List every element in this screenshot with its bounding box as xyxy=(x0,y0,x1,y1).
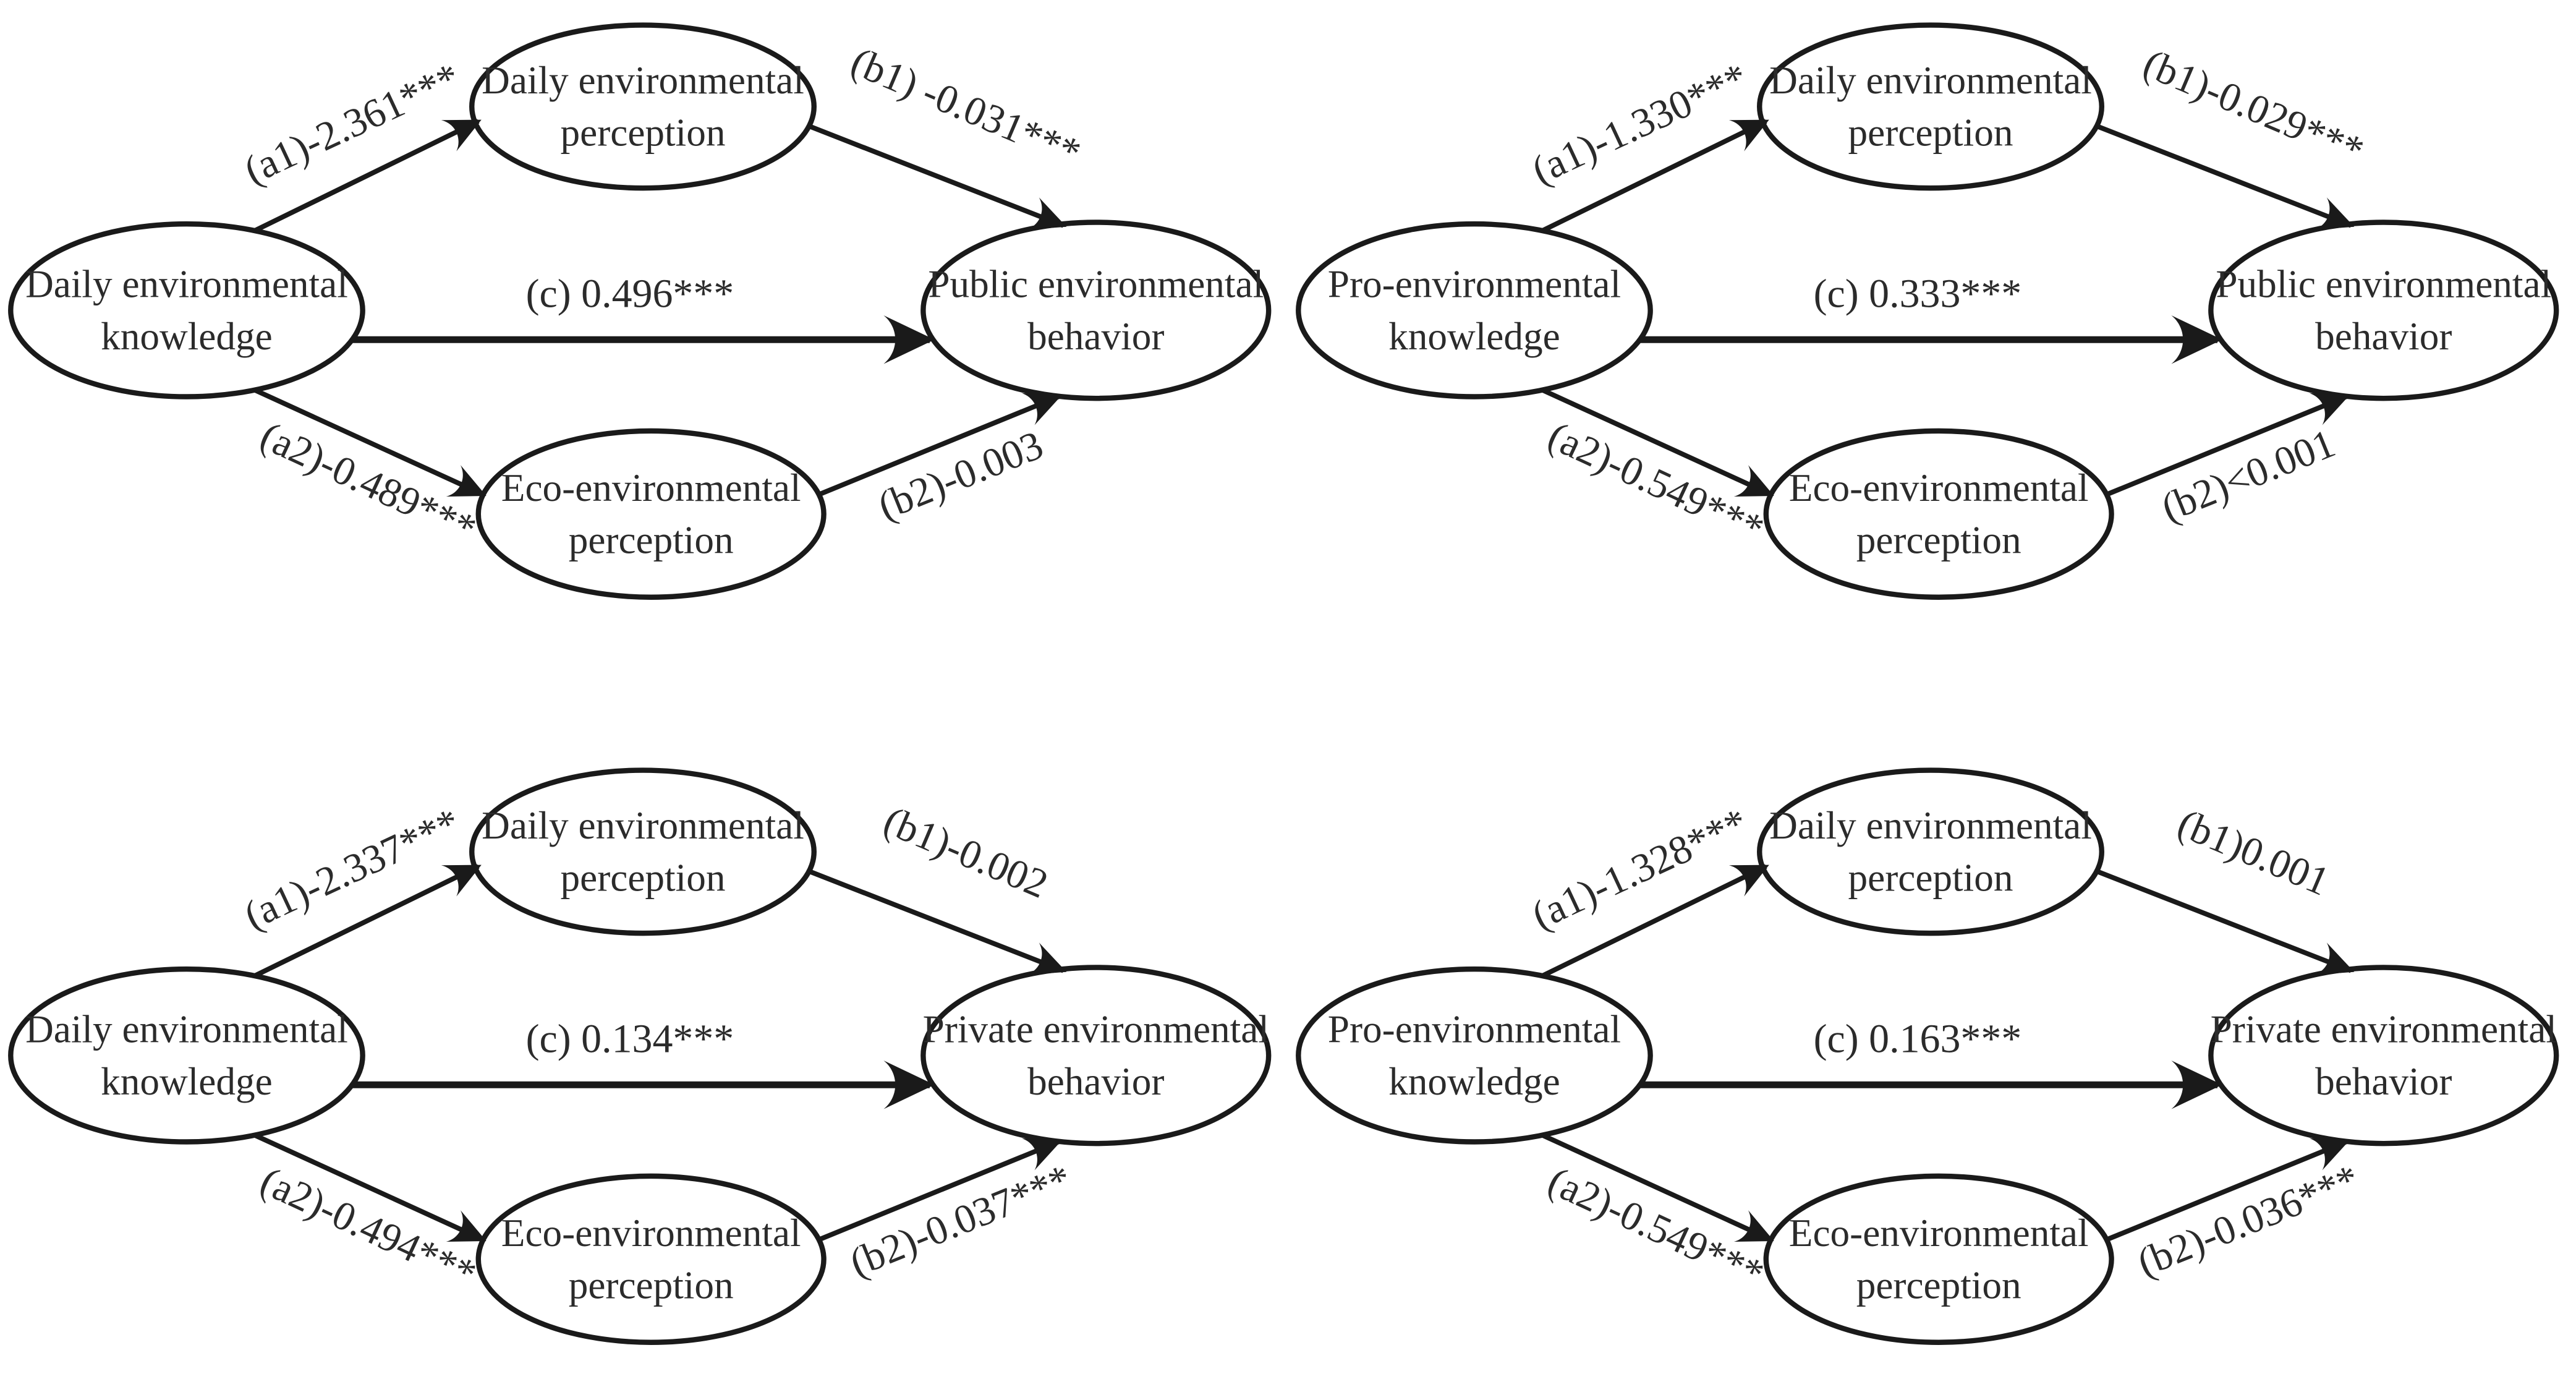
path-a2-arrow xyxy=(254,1133,487,1242)
path-c-label: (c) 0.333*** xyxy=(1814,271,2022,317)
diagram-pro-knowledge-private-behavior: (a1)-1.328*** (b1)0.001 (c) 0.163*** (a2… xyxy=(1296,767,2559,1345)
path-a1-arrow xyxy=(1541,864,1769,978)
outcome-label-line1: Private environmental xyxy=(923,1008,1269,1051)
diagram-pro-knowledge-public-behavior: (a1)-1.330*** (b1)-0.029*** (c) 0.333***… xyxy=(1296,22,2559,600)
outcome-ellipse xyxy=(2208,220,2559,401)
diagram-daily-knowledge-private-behavior: (a1)-2.337*** (b1)-0.002 (c) 0.134*** (a… xyxy=(8,767,1272,1345)
predictor-label-line2: knowledge xyxy=(101,315,273,358)
outcome-ellipse xyxy=(2208,965,2559,1146)
mediator-top-ellipse xyxy=(1757,22,2104,191)
mediator-bottom-ellipse xyxy=(475,428,827,600)
panel-bottom-left: (a1)-2.337*** (b1)-0.002 (c) 0.134*** (a… xyxy=(0,690,1288,1379)
outcome-label-line2: behavior xyxy=(2315,315,2452,358)
predictor-label-line2: knowledge xyxy=(1388,1060,1560,1103)
path-b1-arrow xyxy=(2096,124,2355,230)
mediator-top-label-line1: Daily environmental xyxy=(1769,59,2092,102)
mediator-bottom-label-line1: Eco-environmental xyxy=(501,1211,801,1255)
panel-top-right: (a1)-1.330*** (b1)-0.029*** (c) 0.333***… xyxy=(1288,0,2576,690)
outcome-label-line2: behavior xyxy=(1027,315,1164,358)
mediator-bottom-label-line2: perception xyxy=(1856,519,2021,562)
path-a1-label: (a1)-2.361*** xyxy=(237,54,467,194)
panel-top-left: (a1)-2.361*** (b1) -0.031*** (c) 0.496**… xyxy=(0,0,1288,690)
outcome-label-line2: behavior xyxy=(1027,1060,1164,1103)
mediator-top-label-line2: perception xyxy=(1848,856,2013,900)
path-c-label: (c) 0.134*** xyxy=(526,1017,734,1062)
mediator-bottom-label-line2: perception xyxy=(569,519,734,562)
mediator-bottom-label-line1: Eco-environmental xyxy=(1789,466,2089,510)
mediator-bottom-label-line1: Eco-environmental xyxy=(501,466,801,510)
predictor-label-line1: Pro-environmental xyxy=(1328,1008,1621,1051)
mediator-bottom-ellipse xyxy=(1763,1173,2114,1345)
path-a1-label: (a1)-1.330*** xyxy=(1525,54,1754,194)
path-b2-arrow xyxy=(2106,393,2350,497)
outcome-ellipse xyxy=(920,220,1272,401)
path-a2-arrow xyxy=(1542,1133,1774,1242)
panel-bottom-right: (a1)-1.328*** (b1)0.001 (c) 0.163*** (a2… xyxy=(1288,690,2576,1379)
outcome-ellipse xyxy=(920,965,1272,1146)
path-a2-arrow xyxy=(254,388,487,497)
path-a1-label: (a1)-1.328*** xyxy=(1525,800,1754,939)
path-a1-arrow xyxy=(1541,119,1769,233)
path-a2-label: (a2)-0.494*** xyxy=(253,1158,483,1297)
mediator-bottom-label-line2: perception xyxy=(569,1264,734,1307)
path-b1-label: (b1)-0.002 xyxy=(877,798,1054,907)
mediator-top-label-line1: Daily environmental xyxy=(482,804,804,847)
mediator-top-label-line1: Daily environmental xyxy=(1769,804,2092,847)
path-b1-arrow xyxy=(2096,869,2355,975)
mediator-bottom-label-line1: Eco-environmental xyxy=(1789,1211,2089,1255)
predictor-ellipse xyxy=(1296,221,1653,399)
mediator-top-label-line2: perception xyxy=(561,856,726,900)
mediator-bottom-ellipse xyxy=(1763,428,2114,600)
path-a1-arrow xyxy=(253,864,482,978)
path-a1-label: (a1)-2.337*** xyxy=(237,800,467,939)
path-a2-label: (a2)-0.549*** xyxy=(1541,1158,1770,1297)
predictor-ellipse xyxy=(8,966,365,1145)
diagram-daily-knowledge-public-behavior: (a1)-2.361*** (b1) -0.031*** (c) 0.496**… xyxy=(8,22,1272,600)
mediator-top-ellipse xyxy=(1757,767,2104,936)
outcome-label-line1: Private environmental xyxy=(2211,1008,2557,1051)
mediator-top-label-line2: perception xyxy=(561,111,726,155)
mediator-bottom-label-line2: perception xyxy=(1856,1264,2021,1307)
mediator-top-ellipse xyxy=(469,22,817,191)
predictor-label-line1: Daily environmental xyxy=(25,1008,348,1051)
predictor-label-line1: Daily environmental xyxy=(25,263,348,306)
mediator-bottom-ellipse xyxy=(475,1173,827,1345)
path-b2-arrow xyxy=(818,393,1062,497)
outcome-label-line1: Public environmental xyxy=(928,263,1264,306)
path-c-label: (c) 0.163*** xyxy=(1814,1017,2022,1062)
path-a2-arrow xyxy=(1542,388,1774,497)
outcome-label-line2: behavior xyxy=(2315,1060,2452,1103)
path-a2-label: (a2)-0.489*** xyxy=(253,413,483,552)
path-b2-arrow xyxy=(2106,1138,2350,1242)
path-b2-arrow xyxy=(818,1138,1062,1242)
path-b1-arrow xyxy=(808,124,1067,230)
path-b1-arrow xyxy=(808,869,1067,975)
path-c-label: (c) 0.496*** xyxy=(526,271,734,317)
mediator-top-label-line1: Daily environmental xyxy=(482,59,804,102)
predictor-label-line1: Pro-environmental xyxy=(1328,263,1621,306)
mediator-top-label-line2: perception xyxy=(1848,111,2013,155)
path-a1-arrow xyxy=(253,119,482,233)
predictor-ellipse xyxy=(8,221,365,399)
path-b2-label: (b2)-0.037*** xyxy=(844,1156,1078,1286)
predictor-ellipse xyxy=(1296,966,1653,1145)
path-a2-label: (a2)-0.549*** xyxy=(1541,413,1770,552)
path-b1-label: (b1)0.001 xyxy=(2171,801,2336,905)
predictor-label-line2: knowledge xyxy=(1388,315,1560,358)
predictor-label-line2: knowledge xyxy=(101,1060,273,1103)
outcome-label-line1: Public environmental xyxy=(2216,263,2551,306)
path-b2-label: (b2)-0.036*** xyxy=(2132,1156,2365,1286)
mediator-top-ellipse xyxy=(469,767,817,936)
